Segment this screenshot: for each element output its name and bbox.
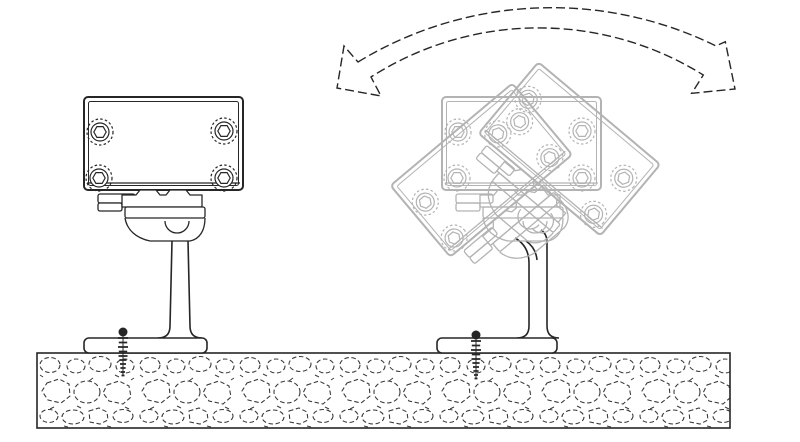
pedestal-left-base: [83, 337, 208, 354]
device-layer: [84, 62, 660, 296]
pedestal-left: [83, 240, 208, 377]
device-fixed: [84, 97, 243, 241]
ground-band: [36, 352, 731, 429]
pedestal-right-post: [514, 229, 560, 339]
ground: [36, 352, 731, 429]
pedestal-right: [436, 229, 560, 380]
pedestal-left-post: [157, 240, 203, 339]
rotation-arrow: [336, 6, 736, 97]
device-ghost-tilt-right: [446, 62, 660, 275]
rotation-arrow-outline: [336, 6, 736, 97]
pedestal-right-base: [436, 337, 558, 354]
